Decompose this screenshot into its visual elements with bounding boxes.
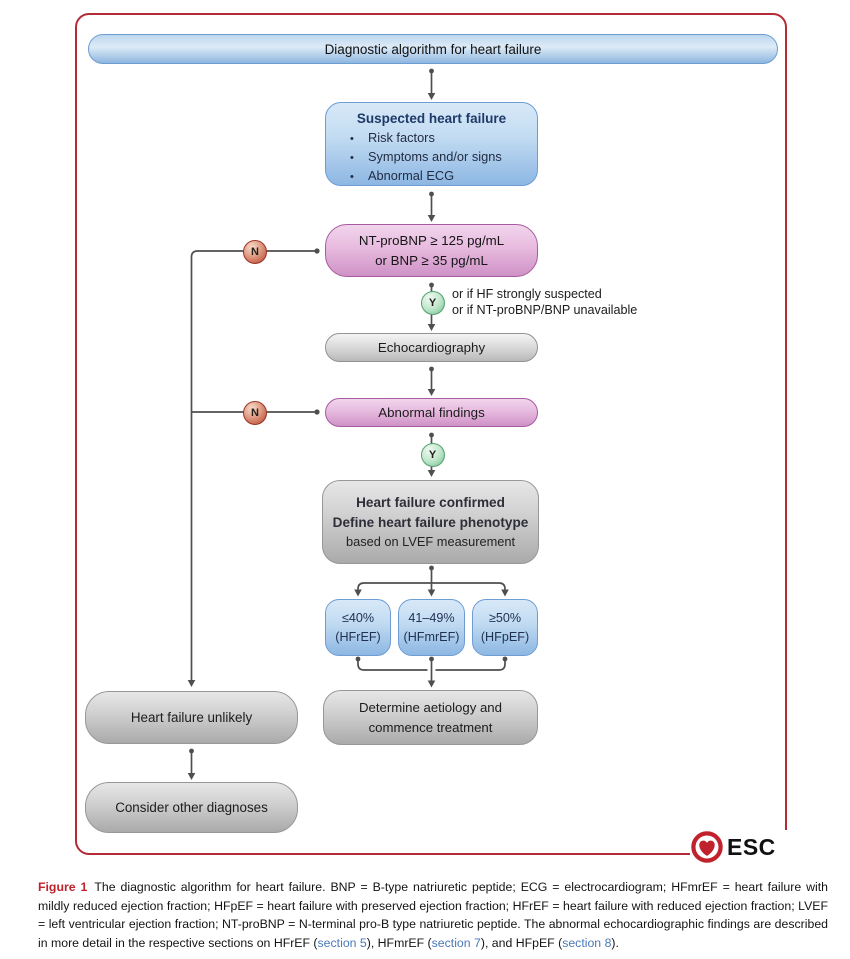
yes-badge: Y: [420, 443, 445, 467]
figure-panel: [75, 13, 787, 855]
bullet-label: Risk factors: [368, 130, 435, 145]
bullet-icon: •: [350, 171, 354, 183]
abnormal-findings-box: Abnormal findings: [325, 398, 538, 427]
no-badge-label: N: [251, 246, 259, 258]
echo-label: Echocardiography: [377, 340, 486, 355]
esc-logo: ESC: [690, 830, 790, 864]
no-badge: N: [243, 240, 267, 264]
hfref-box: ≤40% (HFrEF): [325, 599, 391, 656]
determine-aetiology-box: Determine aetiology and commence treatme…: [323, 690, 538, 745]
yes-badge-label: Y: [428, 449, 437, 461]
nt-line2: or BNP ≥ 35 pg/mL: [375, 252, 488, 268]
heart-failure-unlikely-box: Heart failure unlikely: [85, 691, 298, 744]
yes-badge: Y: [420, 291, 445, 315]
suspected-bullet-list: • Risk factors • Symptoms and/or signs •…: [326, 129, 537, 186]
caption-text: ).: [611, 936, 619, 951]
section-8-link[interactable]: section 8: [562, 936, 612, 951]
echocardiography-box: Echocardiography: [325, 333, 538, 362]
bullet-item: • Risk factors: [326, 129, 537, 148]
yes-badge-label: Y: [428, 297, 437, 309]
caption-text: ), HFmrEF (: [366, 936, 432, 951]
confirmed-line1: Heart failure confirmed: [356, 495, 505, 511]
nt-line1: NT-proBNP ≥ 125 pg/mL: [358, 233, 505, 249]
unlikely-label: Heart failure unlikely: [130, 710, 253, 725]
esc-heart-icon: [691, 831, 723, 863]
bullet-item: • Symptoms and/or signs: [326, 148, 537, 167]
hfpef-box: ≥50% (HFpEF): [472, 599, 538, 656]
yes-note-line1: or if HF strongly suspected: [452, 287, 602, 301]
bullet-item: • Abnormal ECG: [326, 167, 537, 186]
consider-other-diagnoses-box: Consider other diagnoses: [85, 782, 298, 833]
banner-label: Diagnostic algorithm for heart failure: [324, 41, 542, 57]
hfref-label: (HFrEF): [335, 629, 381, 644]
bullet-icon: •: [350, 152, 354, 164]
section-5-link[interactable]: section 5: [317, 936, 367, 951]
natriuretic-peptide-box: NT-proBNP ≥ 125 pg/mL or BNP ≥ 35 pg/mL: [325, 224, 538, 277]
yes-note-line2: or if NT-proBNP/BNP unavailable: [452, 302, 638, 317]
no-badge: N: [243, 401, 267, 425]
hfpef-label: (HFpEF): [480, 629, 530, 644]
suspected-heart-failure-box: Suspected heart failure • Risk factors •…: [325, 102, 538, 186]
determine-line1: Determine aetiology and: [359, 700, 502, 716]
confirmed-line2: Define heart failure phenotype: [332, 515, 529, 531]
hfmref-range: 41–49%: [408, 610, 455, 625]
consider-label: Consider other diagnoses: [115, 800, 268, 815]
confirmed-line3: based on LVEF measurement: [345, 533, 516, 549]
suspected-title: Suspected heart failure: [356, 111, 507, 126]
bullet-label: Symptoms and/or signs: [368, 149, 502, 164]
no-badge-label: N: [251, 407, 259, 419]
bullet-icon: •: [350, 133, 354, 145]
yes-branch-note: or if HF strongly suspected or if NT-pro…: [452, 287, 722, 318]
banner-box: Diagnostic algorithm for heart failure: [88, 34, 778, 64]
hfref-range: ≤40%: [341, 610, 375, 625]
bullet-label: Abnormal ECG: [368, 168, 455, 183]
heart-failure-confirmed-box: Heart failure confirmed Define heart fai…: [322, 480, 539, 564]
caption-text: The diagnostic algorithm for heart failu…: [38, 880, 828, 951]
esc-logo-text: ESC: [727, 833, 776, 860]
figure-label: Figure 1: [38, 880, 88, 894]
abnormal-label: Abnormal findings: [378, 405, 485, 420]
section-7-link[interactable]: section 7: [431, 936, 481, 951]
hfmref-label: (HFmrEF): [403, 629, 460, 644]
hfmref-box: 41–49% (HFmrEF): [398, 599, 465, 656]
hfpef-range: ≥50%: [488, 610, 522, 625]
determine-line2: commence treatment: [368, 719, 493, 735]
caption-text: ), and HFpEF (: [480, 936, 563, 951]
